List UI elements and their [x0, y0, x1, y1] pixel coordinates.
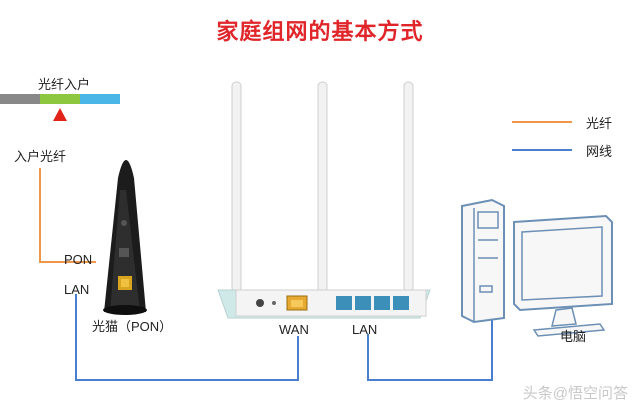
- fiber-line: [39, 168, 96, 263]
- router-lan-label: LAN: [352, 322, 378, 337]
- legend-fiber-label: 光纤: [586, 116, 613, 131]
- fiber-in-label: 入户光纤: [14, 149, 67, 164]
- watermark: 头条@悟空问答: [522, 385, 628, 402]
- computer-label: 电脑: [560, 329, 587, 344]
- pc-tower-icon: [461, 198, 505, 324]
- diagram-title: 家庭组网的基本方式: [216, 19, 424, 44]
- fiber-bar-segment-green: [40, 94, 80, 104]
- fiber-bar-segment-gray: [0, 94, 40, 104]
- legend-cable-label: 网线: [586, 144, 613, 159]
- optical-modem-icon: [103, 160, 147, 315]
- cable-router-to-pc: [367, 312, 493, 381]
- fiber-entry-bar: [0, 94, 120, 121]
- pc-monitor-icon: [513, 214, 613, 337]
- pon-port-label: PON: [64, 252, 93, 267]
- router-wan-label: WAN: [279, 322, 309, 337]
- fiber-entry-marker-icon: [53, 108, 67, 121]
- cable-modem-to-router: [75, 294, 299, 381]
- fiber-entry-label: 光纤入户: [38, 77, 91, 92]
- fiber-bar-segment-blue: [80, 94, 120, 104]
- router-icon: [217, 81, 431, 319]
- modem-label: 光猫（PON）: [92, 319, 173, 334]
- lan-port-label: LAN: [64, 282, 90, 297]
